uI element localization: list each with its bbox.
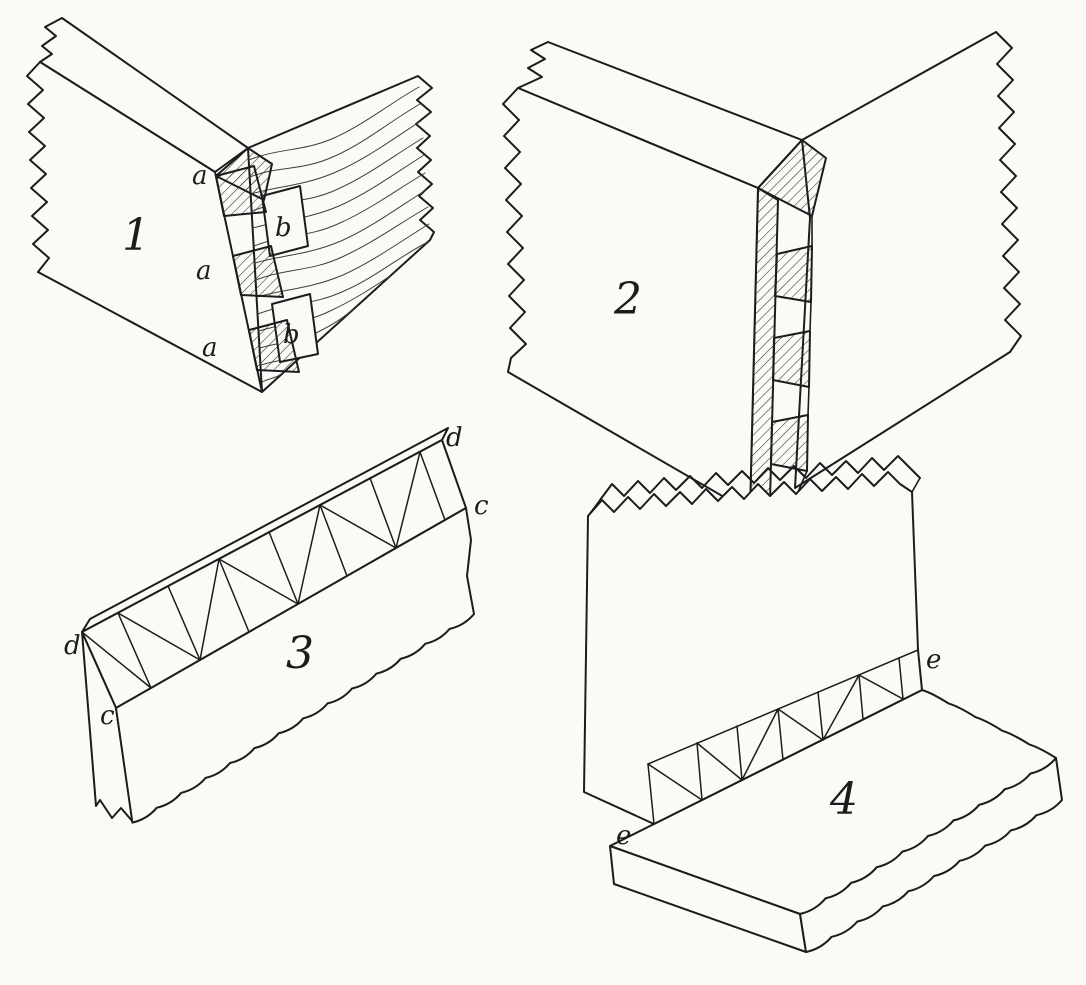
fig2-pin-1 bbox=[774, 245, 813, 303]
fig1-label-b1: b bbox=[275, 213, 292, 243]
fig3-front-face bbox=[115, 507, 475, 824]
fig1-label-a1: a bbox=[192, 161, 208, 191]
figure-3-number: 3 bbox=[286, 628, 314, 679]
fig2-right-board-face bbox=[794, 31, 1022, 489]
figure-4-keyed-joint: 4 e e bbox=[583, 455, 1063, 953]
fig2-socket-edges bbox=[797, 215, 813, 493]
figure-2-number: 2 bbox=[613, 274, 642, 325]
figure-4-number: 4 bbox=[829, 774, 858, 825]
fig2-left-board-face bbox=[502, 87, 759, 513]
fig1-pin-a2 bbox=[232, 245, 284, 298]
fig3-label-c-right: c bbox=[474, 491, 489, 521]
fig1-pin-a1 bbox=[215, 165, 267, 217]
figure-3-keyed-board: 3 d c d c bbox=[64, 423, 489, 824]
fig2-pin-2 bbox=[772, 330, 811, 388]
fig3-key-pattern bbox=[81, 451, 446, 689]
fig1-label-a2: a bbox=[196, 256, 212, 286]
fig1-label-b2: b bbox=[283, 320, 300, 350]
fig4-upright-back-torn-edge bbox=[599, 455, 921, 501]
figure-2-dovetail-joint: 2 bbox=[502, 31, 1022, 513]
fig1-socket-b1 bbox=[261, 185, 309, 257]
fig4-label-e-right: e bbox=[926, 645, 941, 675]
fig1-label-a3: a bbox=[202, 333, 218, 363]
fig4-torn-edge-connectors bbox=[587, 477, 921, 517]
figure-1-number: 1 bbox=[122, 210, 150, 261]
fig2-pin-3 bbox=[770, 414, 809, 472]
fig4-base-right-front-face bbox=[799, 757, 1063, 953]
figure-1-dovetail-joint: 1 a b a b a bbox=[26, 17, 549, 393]
fig1-upright-board-face bbox=[26, 61, 263, 393]
fig1-pin-a3 bbox=[248, 319, 300, 373]
fig4-label-e-left: e bbox=[616, 821, 631, 851]
fig4-key-band bbox=[647, 649, 919, 825]
fig3-label-c-left: c bbox=[100, 701, 115, 731]
fig3-label-d-left: d bbox=[64, 631, 81, 661]
fig3-label-d-top: d bbox=[446, 423, 463, 453]
